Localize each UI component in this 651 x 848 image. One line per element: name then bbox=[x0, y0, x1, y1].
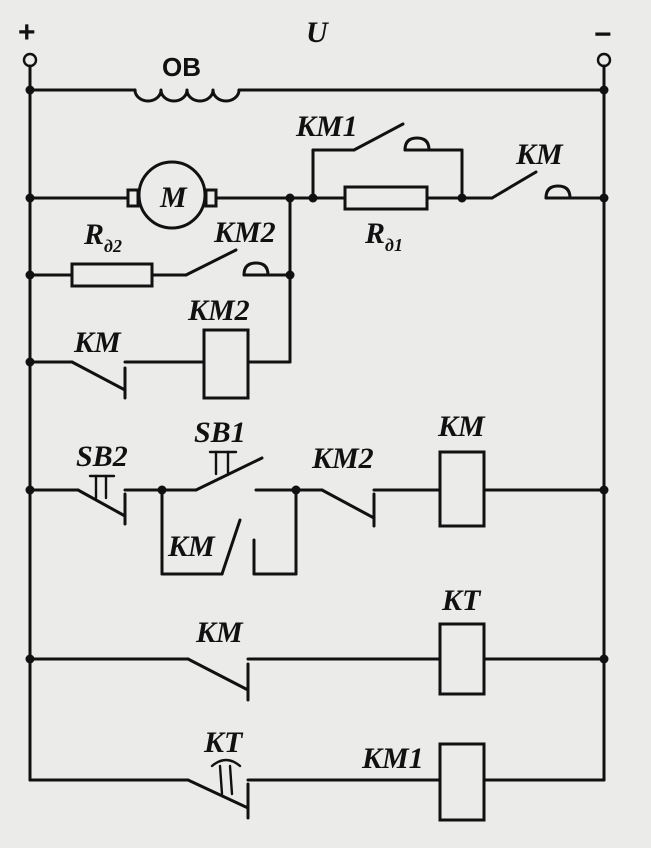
sb1-pushbutton-icon[interactable] bbox=[208, 450, 238, 476]
km2-contact-label: KM2 bbox=[213, 216, 276, 249]
kt-coil-branch: KM KT bbox=[25, 584, 609, 702]
rd2-branch: Rд2 KM2 bbox=[28, 196, 295, 364]
motor-label: M bbox=[159, 181, 188, 214]
minus-sign: − bbox=[594, 18, 612, 51]
resistor-rd2 bbox=[70, 262, 154, 288]
sb2-contact-blade bbox=[76, 488, 127, 518]
km-main-contact-label: KM bbox=[515, 138, 564, 171]
plus-terminal: + bbox=[18, 16, 38, 782]
kt-nc-contact-label: KT bbox=[203, 726, 244, 759]
armature-branch: M Rд1 KM1 KM bbox=[28, 110, 606, 255]
km2-nc-contact-blade bbox=[320, 488, 376, 520]
km-coil-branch: SB2 SB1 KM KM2 KM bbox=[28, 410, 609, 576]
km-nc-contact-label-row3: KM bbox=[73, 326, 122, 359]
km2-coil-label: KM2 bbox=[187, 294, 250, 327]
kt-coil-label: KT bbox=[441, 584, 482, 617]
km1-coil bbox=[438, 742, 486, 822]
sb1-label: SB1 bbox=[194, 416, 246, 449]
sb2-pushbutton-icon[interactable] bbox=[88, 474, 116, 500]
km2-arc-chute bbox=[242, 261, 270, 277]
kt-coil bbox=[438, 622, 486, 696]
km-hold-contact-label: KM bbox=[167, 530, 216, 563]
km2-contact-blade bbox=[184, 248, 238, 277]
resistor-rd1-label: Rд1 bbox=[364, 217, 403, 255]
field-winding-label: ОВ bbox=[162, 52, 201, 82]
km-nc-contact-blade-row5 bbox=[186, 657, 250, 692]
time-delay-icon bbox=[210, 758, 242, 796]
km1-coil-label: KM1 bbox=[361, 742, 424, 775]
sb2-label: SB2 bbox=[76, 440, 128, 473]
km1-coil-branch: KT KM1 bbox=[28, 726, 606, 822]
resistor-rd2-label: Rд2 bbox=[83, 218, 122, 256]
minus-terminal: − bbox=[594, 18, 612, 782]
km2-coil-branch: KM KM2 bbox=[28, 294, 292, 400]
km-main-contact-blade bbox=[490, 170, 538, 200]
km-nc-contact-blade-row3 bbox=[70, 360, 127, 392]
km2-coil bbox=[202, 328, 250, 400]
km1-contact-blade bbox=[352, 122, 405, 152]
resistor-rd1 bbox=[343, 185, 429, 211]
kt-nc-contact-blade bbox=[186, 778, 250, 810]
km-nc-contact-label-row5: KM bbox=[195, 616, 244, 649]
km2-nc-contact-label: KM2 bbox=[311, 442, 374, 475]
km-coil bbox=[438, 450, 486, 528]
motor-brush-left bbox=[126, 188, 140, 208]
km-arc-chute bbox=[544, 184, 572, 200]
km-hold-contact-blade bbox=[220, 518, 242, 576]
km1-contact-label: KM1 bbox=[295, 110, 358, 143]
voltage-label: U bbox=[306, 16, 329, 49]
plus-sign: + bbox=[18, 16, 36, 49]
km-coil-label: KM bbox=[437, 410, 486, 443]
km1-arc-chute bbox=[403, 136, 431, 152]
field-winding: ОВ bbox=[28, 52, 606, 103]
